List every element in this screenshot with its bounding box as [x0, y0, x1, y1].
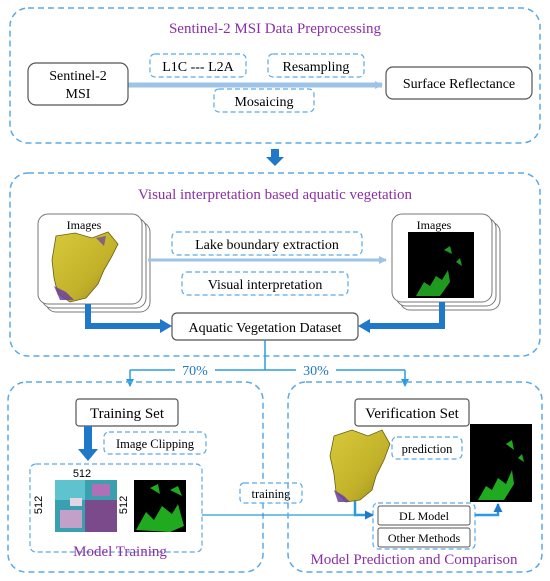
step-resampling-label: Resampling [283, 60, 350, 75]
preprocessing-section: Sentinel-2 MSI Data Preprocessing Sentin… [9, 7, 541, 144]
step-resampling-box [267, 53, 365, 78]
left-to-dataset-arrow [85, 304, 162, 329]
model-prediction-caption: Model Prediction and Comparison [310, 552, 518, 568]
lake-image-prediction [329, 429, 391, 503]
training-label: training [252, 487, 292, 501]
split-arrows: 70% 30% [126, 340, 409, 387]
images-right-stack: Images [391, 213, 501, 311]
image-clipping-label: Image Clipping [116, 437, 195, 451]
down-arrow-1 [266, 149, 284, 166]
step-visual-label: Visual interpretation [208, 278, 323, 293]
other-methods-label: Other Methods [388, 531, 461, 545]
lake-image-left [51, 231, 119, 303]
preprocessing-title: Sentinel-2 MSI Data Preprocessing [169, 21, 382, 37]
dl-model-label: DL Model [399, 509, 450, 523]
model-training-caption: Model Training [73, 544, 167, 560]
interpretation-frame [9, 172, 541, 357]
image-clipping-box [103, 431, 207, 455]
step-l1c-box [149, 53, 247, 78]
preprocessing-frame [9, 7, 541, 144]
source-box [27, 62, 129, 106]
tile-size-side-right: 512 [118, 496, 130, 514]
images-left-stack: Images [37, 213, 151, 313]
tile-size-top: 512 [73, 468, 91, 480]
training-section: Training Set Image Clipping 512 512 512 … [7, 381, 264, 573]
prediction-section: Verification Set prediction DL Model Oth… [287, 381, 543, 573]
interpretation-section: Visual interpretation based aquatic vege… [9, 172, 541, 357]
clipped-tiles-frame [29, 463, 203, 553]
tile-size-side-left: 512 [33, 496, 45, 514]
right-to-dataset-arrow [368, 302, 445, 329]
clipped-tile-mask [134, 480, 186, 532]
step-boundary-label: Lake boundary extraction [195, 238, 339, 253]
verification-set-box [354, 398, 470, 427]
step-mosaicing-label: Mosaicing [234, 95, 293, 110]
images-right-label: Images [417, 218, 452, 232]
training-set-label: Training Set [90, 406, 165, 422]
training-connector: training [202, 482, 374, 520]
dl-model-box[interactable] [377, 505, 471, 526]
split-train-pct: 70% [182, 364, 208, 379]
interpretation-title: Visual interpretation based aquatic vege… [138, 187, 412, 203]
prediction-label: prediction [402, 442, 453, 456]
verification-set-label: Verification Set [365, 406, 460, 422]
dataset-label: Aquatic Vegetation Dataset [189, 321, 342, 336]
prediction-frame [287, 381, 543, 573]
images-left-label: Images [67, 218, 102, 232]
surface-reflectance-label: Surface Reflectance [403, 77, 515, 92]
surface-reflectance-box [385, 66, 533, 100]
training-frame [7, 381, 264, 573]
training-set-box [75, 398, 179, 427]
step-boundary-box [171, 231, 363, 256]
other-methods-box[interactable] [377, 527, 471, 548]
model-to-output-arrow [475, 503, 503, 517]
step-l1c-label: L1C --- L2A [162, 60, 234, 75]
prediction-label-box [391, 436, 463, 460]
source-label-line1: Sentinel-2 [49, 69, 107, 84]
training-label-box [239, 482, 303, 504]
source-label-line2: MSI [66, 87, 91, 102]
step-visual-box [181, 271, 349, 296]
step-mosaicing-box [213, 88, 315, 113]
models-frame [372, 502, 476, 550]
clipped-tile-rgb [55, 480, 117, 532]
split-verify-pct: 30% [303, 364, 329, 379]
training-down-arrow [84, 426, 92, 450]
